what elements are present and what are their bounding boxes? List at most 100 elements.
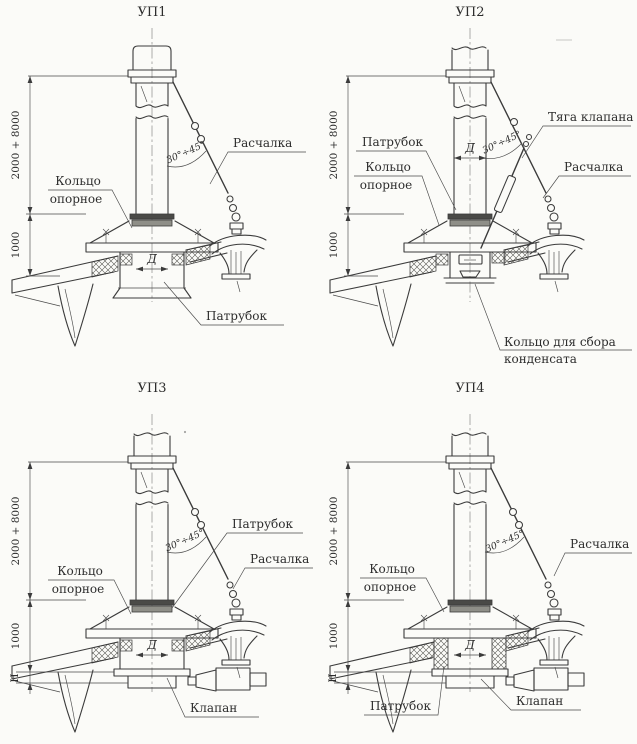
raschalka-label: Расчалка bbox=[250, 552, 309, 566]
anchor-block bbox=[527, 608, 585, 679]
support-cone bbox=[85, 220, 219, 253]
hatch-insulation bbox=[91, 255, 119, 278]
angle-label: 30°÷45° bbox=[481, 129, 523, 157]
scan-mark bbox=[183, 430, 187, 434]
dimension-lines: 2000 + 8000 1000 Н bbox=[9, 461, 128, 694]
bolt-icon bbox=[420, 614, 520, 629]
kolco-label-line2: опорное bbox=[364, 580, 416, 594]
pipe bbox=[127, 45, 177, 227]
quadrant-up1: УП1 bbox=[0, 0, 318, 372]
ring-dim-label: 1000 bbox=[10, 623, 22, 650]
angle-arc bbox=[166, 536, 207, 554]
angle-label: 30°÷45° bbox=[164, 527, 207, 554]
angle-arc bbox=[484, 536, 525, 554]
kolco-label-line1: Кольцо bbox=[369, 562, 415, 576]
quadrant-up3: УП3 bbox=[0, 372, 318, 744]
kolco-label-line1: Кольцо bbox=[365, 160, 411, 174]
valve-actuator bbox=[215, 667, 251, 691]
diameter-dim: Д bbox=[454, 638, 486, 658]
hatched-sleeve-wall bbox=[491, 637, 507, 670]
condensate-ring bbox=[443, 270, 497, 284]
diameter-label: Д bbox=[464, 638, 475, 652]
ring-dim-label: 1000 bbox=[10, 232, 22, 259]
roof-corbel bbox=[57, 283, 94, 347]
diameter-dim: Д bbox=[136, 638, 168, 658]
klapan-label: Клапан bbox=[190, 701, 237, 715]
valve bbox=[431, 667, 585, 692]
dimension-lines: 2000 + 8000 1000 bbox=[10, 75, 128, 277]
hatch-insulation bbox=[185, 244, 211, 266]
pipe bbox=[445, 46, 495, 227]
clamp-band bbox=[129, 213, 175, 220]
dimension-lines: 2000 + 8000 1000 bbox=[328, 75, 446, 277]
valve bbox=[113, 667, 267, 692]
support-cone bbox=[403, 220, 537, 253]
guy-wire: 30°÷45° bbox=[165, 81, 241, 222]
roof-slab bbox=[11, 627, 228, 733]
diameter-dim: Д bbox=[454, 141, 486, 161]
kondensat-label-line2: конденсата bbox=[504, 352, 577, 366]
quadrant-up4: УП4 bbox=[318, 372, 637, 744]
dimension-lines: 2000 + 8000 1000 Н bbox=[327, 461, 446, 694]
bolt-icon bbox=[102, 228, 202, 243]
diagram-title: УП1 bbox=[137, 5, 166, 20]
height-dim-label: 2000 + 8000 bbox=[328, 497, 340, 566]
rod-turnbuckle bbox=[493, 175, 517, 213]
height-dim-label: 2000 + 8000 bbox=[10, 497, 22, 566]
patrubok-label: Патрубок bbox=[206, 309, 267, 323]
diagram-title: УП3 bbox=[137, 381, 166, 396]
hatched-sleeve-wall bbox=[433, 637, 449, 670]
support-ring-plate bbox=[85, 242, 219, 253]
drawing-body: Д 30°÷45° bbox=[327, 414, 632, 733]
inspection-slot bbox=[458, 254, 483, 265]
diameter-label: Д bbox=[464, 141, 475, 155]
valve-rod bbox=[480, 133, 533, 249]
height-dim-label: 2000 + 8000 bbox=[328, 111, 340, 180]
raschalka-label: Расчалка bbox=[564, 160, 623, 174]
callouts: Тяга клапана Патрубок Кольцо опорное Рас… bbox=[354, 110, 633, 366]
anchor-block bbox=[527, 222, 585, 293]
turnbuckle-link-icon bbox=[190, 121, 200, 131]
patrubok-label: Патрубок bbox=[362, 135, 423, 149]
roof-slab bbox=[11, 241, 228, 347]
h-dim-label: Н bbox=[9, 673, 21, 682]
guy-wire: 30°÷45° bbox=[164, 467, 241, 608]
patrubok-sleeve bbox=[112, 251, 192, 299]
roof-slab bbox=[329, 627, 546, 733]
valve-actuator bbox=[533, 667, 569, 691]
diagram-up1: УП1 bbox=[10, 5, 306, 347]
diagram-up4: УП4 bbox=[327, 381, 632, 733]
roof-slab bbox=[329, 241, 546, 347]
tyaga-label: Тяга клапана bbox=[548, 110, 633, 124]
anchor-block bbox=[209, 608, 267, 679]
patrubok-label: Патрубок bbox=[370, 699, 431, 713]
kolco-label-line2: опорное bbox=[50, 192, 102, 206]
bolt-icon bbox=[102, 614, 202, 629]
kolco-label-line2: опорное bbox=[360, 178, 412, 192]
patrubok-sleeve bbox=[119, 637, 185, 670]
guy-wire: 30°÷45° bbox=[484, 467, 559, 608]
guy-wire: 30°÷45° bbox=[481, 81, 559, 222]
klapan-label: Клапан bbox=[516, 694, 563, 708]
diameter-label: Д bbox=[146, 252, 157, 266]
angle-arc bbox=[166, 150, 207, 168]
kolco-label-line2: опорное bbox=[52, 582, 104, 596]
anchor-block bbox=[209, 222, 267, 293]
kolco-label-line1: Кольцо bbox=[55, 174, 101, 188]
raschalka-label: Расчалка bbox=[570, 537, 629, 551]
callouts: Расчалка Кольцо опорное Патрубок bbox=[48, 136, 306, 326]
diameter-dim: Д bbox=[136, 252, 168, 272]
patrubok-sleeve bbox=[435, 251, 506, 279]
pipe bbox=[127, 432, 177, 613]
bolt-icon bbox=[420, 228, 520, 243]
diagram-up3: УП3 bbox=[9, 381, 313, 733]
ring-dim-label: 1000 bbox=[328, 232, 340, 259]
angle-arc bbox=[481, 142, 523, 159]
pipe bbox=[445, 432, 495, 613]
support-cone bbox=[403, 606, 537, 639]
patrubok-label: Патрубок bbox=[232, 517, 293, 531]
support-cone bbox=[85, 606, 219, 639]
quadrant-up2: УП2 Д bbox=[318, 0, 637, 372]
kolco-label-line1: Кольцо bbox=[57, 564, 103, 578]
